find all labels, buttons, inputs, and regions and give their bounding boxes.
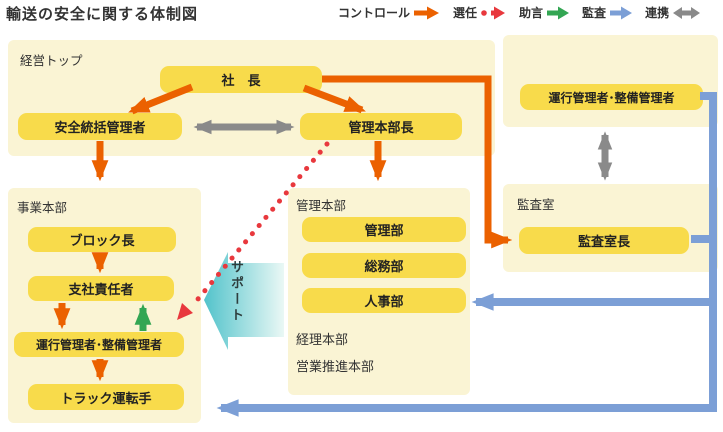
legend-label-advice: 助言 — [519, 6, 544, 20]
box-operation-maintenance-manager-hq: 運行管理者･整備管理者 — [520, 84, 703, 110]
audit-arrow-icon — [610, 6, 633, 19]
legend-item-link: 連携 — [645, 4, 701, 21]
appoint-arrow-icon — [481, 6, 506, 19]
text-sales-promotion-hq: 営業推進本部 — [296, 359, 375, 374]
legend: コントロール 選任 助言 監査 連携 — [338, 4, 701, 21]
legend-label-control: コントロール — [338, 6, 411, 20]
page-title: 輸送の安全に関する体制図 — [6, 6, 199, 23]
panel-label-audit-office: 監査室 — [517, 198, 555, 212]
box-safety-general-manager: 安全統括管理者 — [18, 113, 182, 140]
legend-label-appoint: 選任 — [453, 6, 478, 20]
box-general-affairs-dept: 総務部 — [302, 253, 466, 278]
box-operation-maintenance-manager-field: 運行管理者･整備管理者 — [14, 332, 184, 357]
panel-label-business-hq: 事業本部 — [17, 201, 68, 215]
panel-label-management-top: 経営トップ — [20, 54, 83, 68]
panel-audit-office-upper — [503, 35, 718, 127]
legend-item-audit: 監査 — [582, 4, 633, 21]
link-arrow-icon — [673, 6, 701, 19]
panel-label-admin-hq: 管理本部 — [296, 199, 347, 213]
text-support-label: サポート — [229, 260, 244, 324]
box-president: 社 長 — [160, 66, 322, 93]
legend-item-advice: 助言 — [519, 4, 570, 21]
box-truck-driver: トラック運転手 — [28, 384, 184, 410]
text-accounting-hq: 経理本部 — [296, 332, 349, 347]
advice-arrow-icon — [547, 6, 570, 19]
legend-label-audit: 監査 — [582, 6, 607, 20]
box-audit-office-chief: 監査室長 — [519, 227, 689, 254]
legend-item-control: コントロール — [338, 4, 440, 21]
box-admin-hq-director: 管理本部長 — [300, 113, 462, 140]
control-arrow-icon — [414, 6, 440, 19]
box-branch-manager: 支社責任者 — [28, 276, 174, 301]
box-admin-dept: 管理部 — [302, 217, 466, 242]
box-hr-dept: 人事部 — [302, 288, 466, 313]
legend-label-link: 連携 — [645, 6, 670, 20]
box-block-chief: ブロック長 — [28, 227, 176, 252]
legend-item-appoint: 選任 — [453, 4, 506, 21]
